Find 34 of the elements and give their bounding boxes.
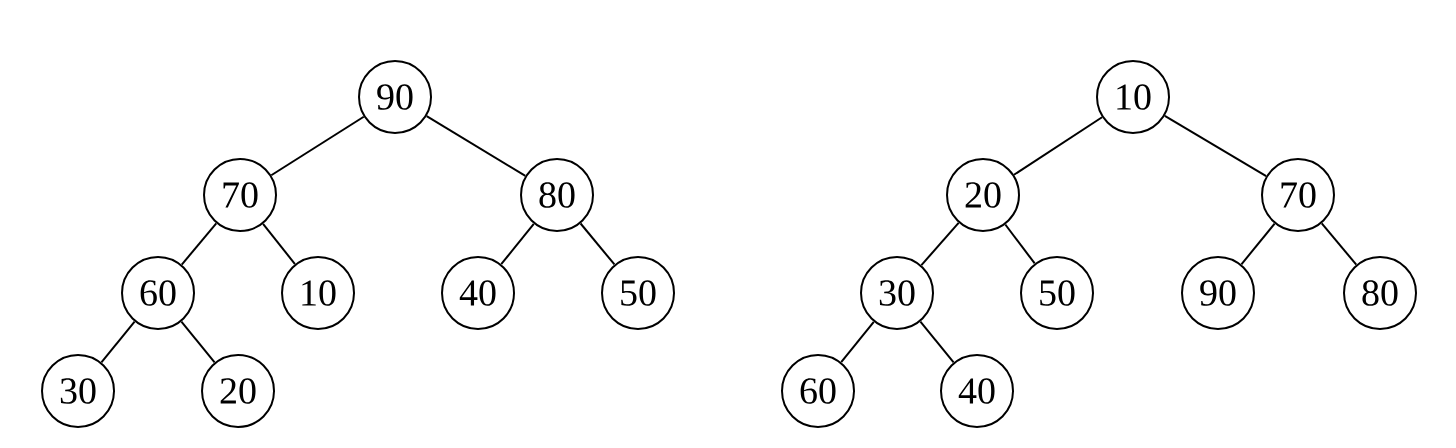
tree-node: 80 (1343, 256, 1417, 330)
tree-node: 50 (1020, 256, 1094, 330)
tree-node: 70 (203, 158, 277, 232)
tree-node: 10 (281, 256, 355, 330)
tree-edge (100, 320, 136, 364)
tree-node: 40 (940, 354, 1014, 428)
tree-edge (579, 222, 616, 266)
tree-edge (500, 222, 535, 266)
tree-edge (920, 221, 960, 267)
tree-node: 20 (201, 354, 275, 428)
tree-node: 20 (946, 158, 1020, 232)
tree-edge (1320, 222, 1358, 266)
tree-node: 90 (1181, 256, 1255, 330)
tree-node: 40 (441, 256, 515, 330)
tree-edge (1163, 114, 1268, 178)
tree-edge (1013, 116, 1104, 176)
tree-edge (1240, 222, 1276, 266)
tree-edge (1004, 223, 1036, 265)
tree-edge (180, 222, 218, 266)
tree-edge (840, 320, 875, 364)
tree-edge (270, 115, 365, 177)
tree-edge (180, 320, 216, 364)
tree-edge (262, 222, 296, 266)
tree-node: 60 (121, 256, 195, 330)
tree-node: 30 (41, 354, 115, 428)
tree-node: 30 (860, 256, 934, 330)
tree-node: 90 (358, 60, 432, 134)
tree-node: 70 (1261, 158, 1335, 232)
tree-node: 10 (1096, 60, 1170, 134)
tree-edge (425, 115, 527, 177)
tree-node: 60 (781, 354, 855, 428)
tree-node: 50 (601, 256, 675, 330)
tree-edge (919, 320, 955, 364)
tree-node: 80 (520, 158, 594, 232)
